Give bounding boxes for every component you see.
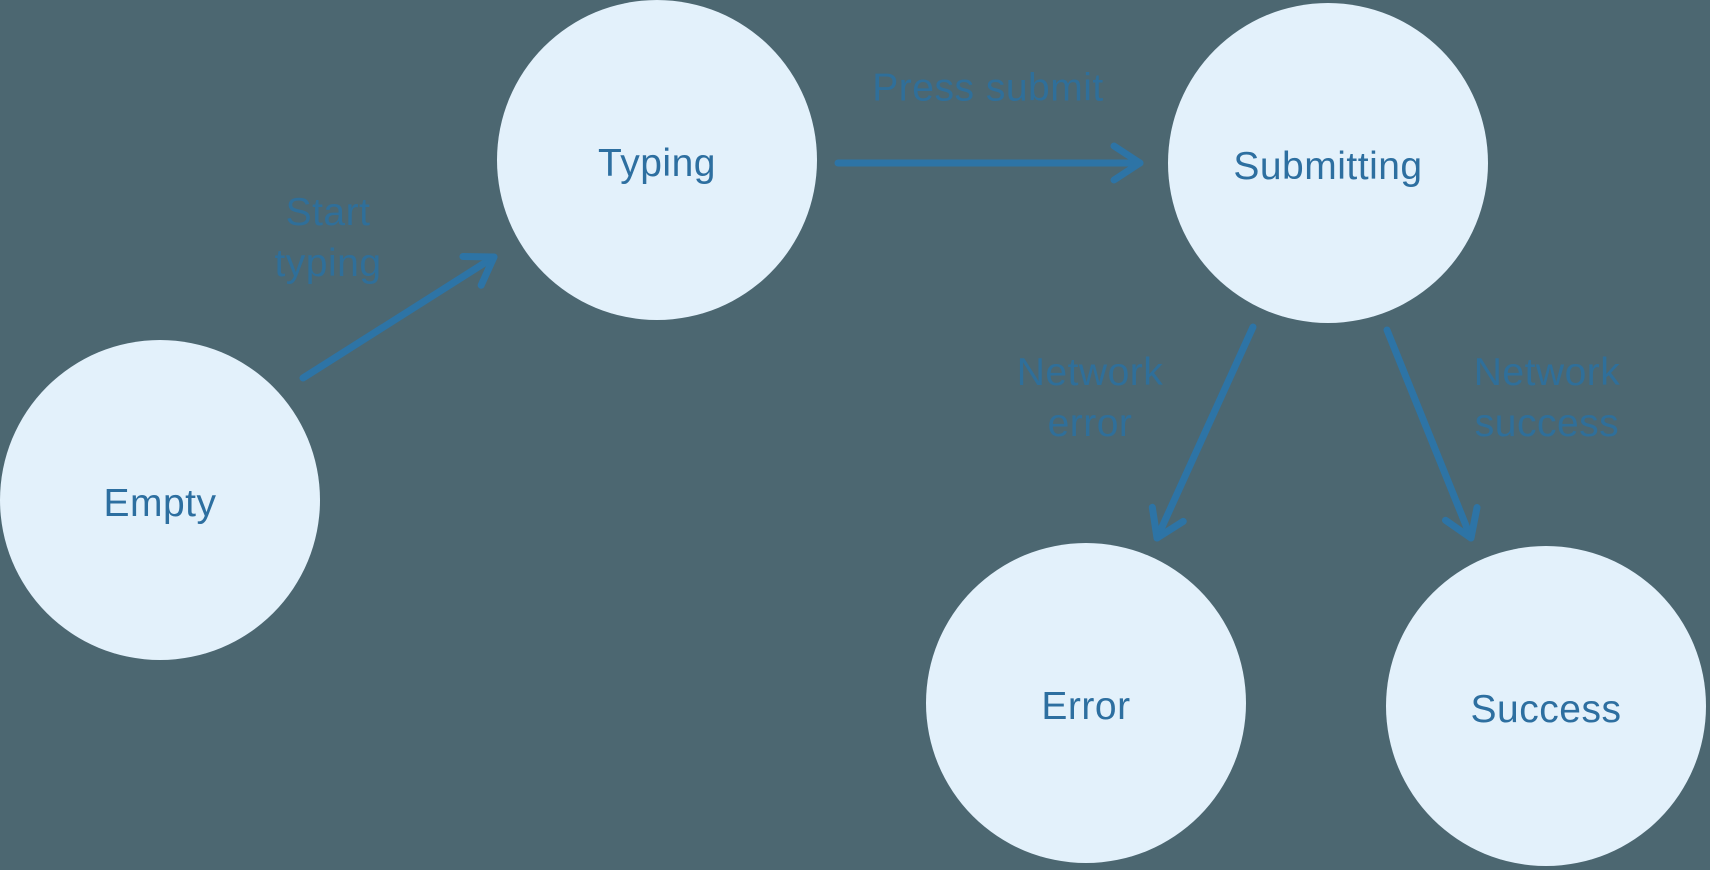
node-typing: Typing [497, 0, 817, 320]
edge-label-start-typing: Start typing [274, 191, 382, 285]
node-error: Error [926, 543, 1246, 863]
node-typing-label: Typing [598, 142, 716, 185]
edge-arrow-submitting-success [1383, 326, 1481, 542]
node-empty: Empty [0, 340, 320, 660]
node-success: Success [1386, 546, 1706, 866]
node-submitting-label: Submitting [1233, 145, 1423, 188]
node-submitting: Submitting [1168, 3, 1488, 323]
edge-label-network-success: Network success [1473, 351, 1621, 445]
node-success-label: Success [1470, 688, 1622, 731]
edge-arrow-empty-typing [299, 253, 498, 382]
edge-arrow-submitting-error [1148, 323, 1257, 542]
node-error-label: Error [1041, 685, 1131, 728]
node-empty-label: Empty [103, 482, 217, 525]
edge-label-network-error: Network error [1016, 351, 1164, 445]
edge-label-press-submit: Press submit [872, 66, 1104, 110]
